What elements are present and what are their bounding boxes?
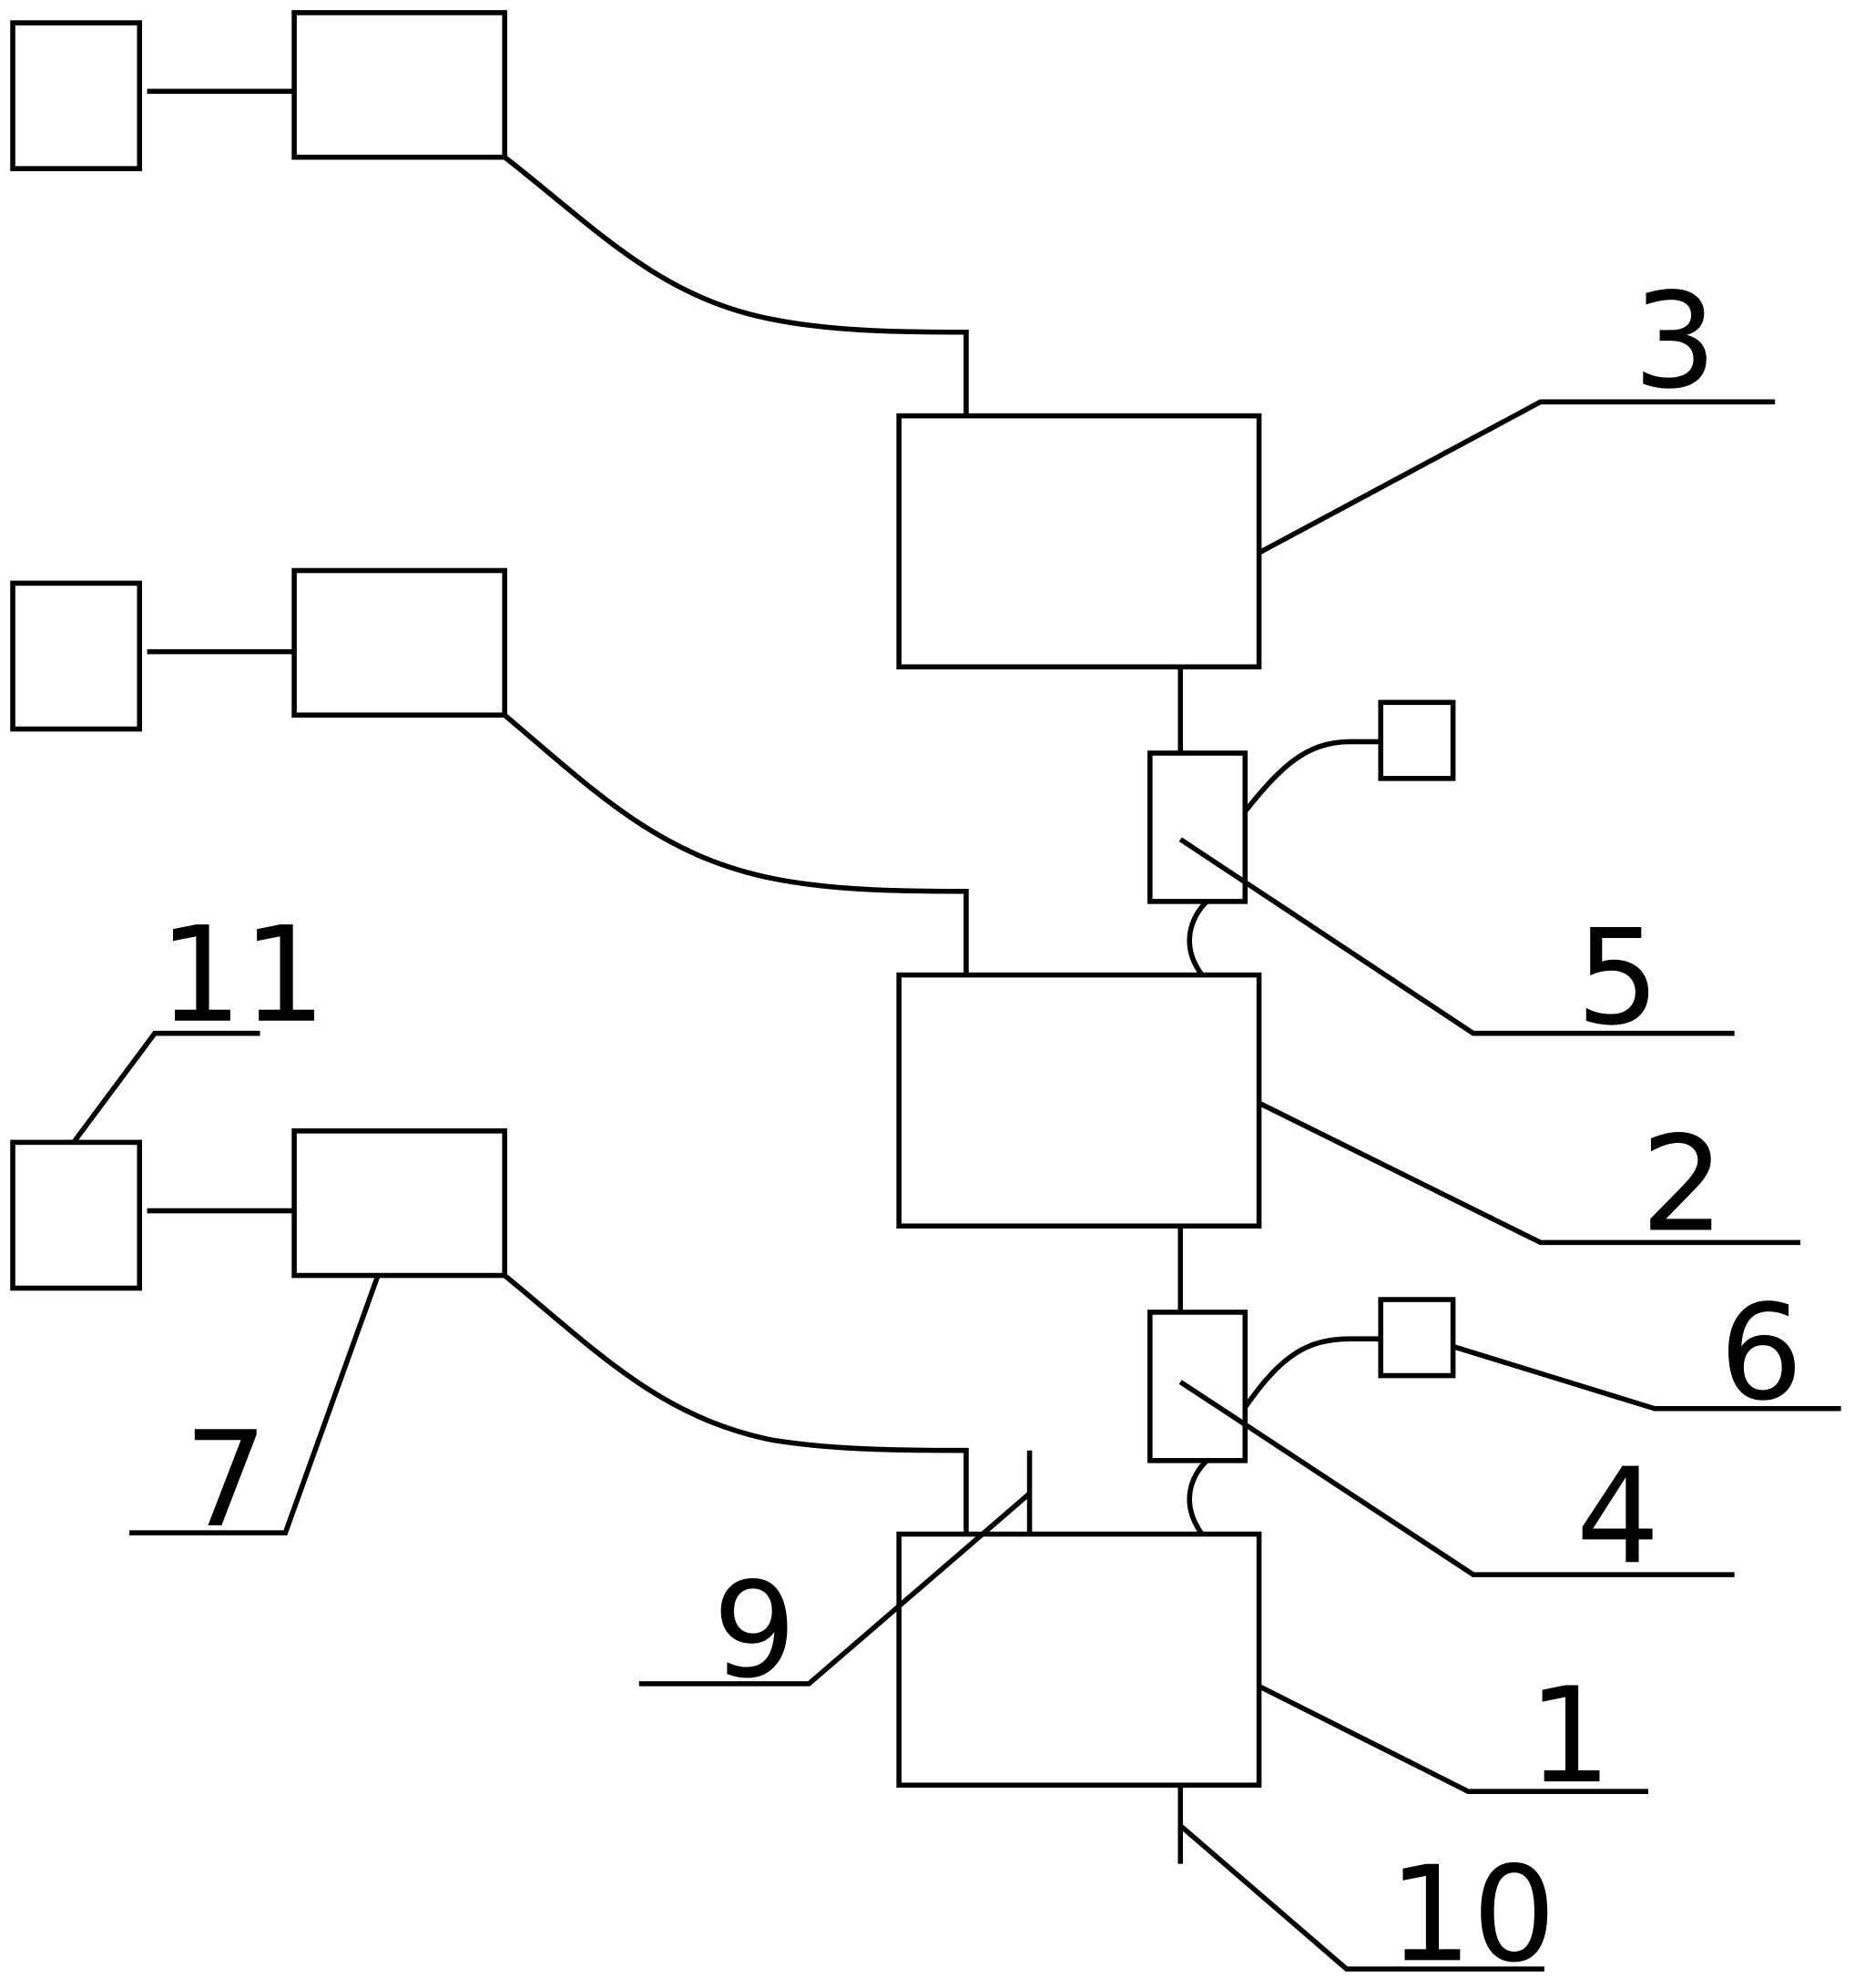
middle-left-small-box [10, 580, 143, 732]
unit-3-box [896, 413, 1262, 670]
leader-1 [1258, 1684, 1648, 1794]
label-2: 2 [1641, 1108, 1725, 1261]
connector-4-side-cable [1242, 1336, 1381, 1409]
label-11: 11 [158, 900, 326, 1053]
unit-1-box [896, 1531, 1262, 1789]
leader-5 [1178, 837, 1735, 1036]
middle-left-large-box [291, 567, 507, 718]
connector-5-box [1147, 750, 1249, 904]
leader-2 [1258, 1100, 1801, 1246]
connector-5-side-cable [1243, 739, 1381, 813]
label-6: 6 [1719, 1278, 1803, 1431]
leader-7 [129, 1274, 381, 1535]
connector-4-curved-wire [1187, 1458, 1209, 1536]
label-9: 9 [713, 1555, 797, 1708]
leader-10 [1178, 1823, 1544, 1972]
bottom-cable-to-unit-1 [503, 1273, 969, 1534]
middle-cable-to-unit-2 [503, 713, 969, 975]
label-3: 3 [1633, 266, 1717, 419]
sensor-box-upper [1378, 699, 1456, 781]
bottom-left-large-box [291, 1128, 507, 1279]
leader-11 [71, 1030, 260, 1145]
top-left-large-box [291, 10, 507, 160]
sensor-box-lower [1378, 1297, 1456, 1379]
leader-4 [1178, 1380, 1735, 1577]
leader-9 [638, 1491, 1032, 1687]
label-7: 7 [184, 1404, 268, 1557]
label-4: 4 [1576, 1441, 1660, 1594]
label-10: 10 [1389, 1839, 1556, 1988]
connector-5-curved-wire [1187, 899, 1209, 977]
bottom-left-small-box [10, 1139, 143, 1291]
label-5: 5 [1576, 902, 1660, 1055]
leader-6 [1452, 1343, 1841, 1412]
top-cable-to-unit-3 [503, 155, 969, 416]
connector-4-box [1147, 1310, 1249, 1463]
unit-2-box [896, 972, 1262, 1229]
top-left-small-box [10, 20, 143, 171]
leader-3 [1258, 399, 1776, 556]
label-1: 1 [1528, 1660, 1612, 1813]
